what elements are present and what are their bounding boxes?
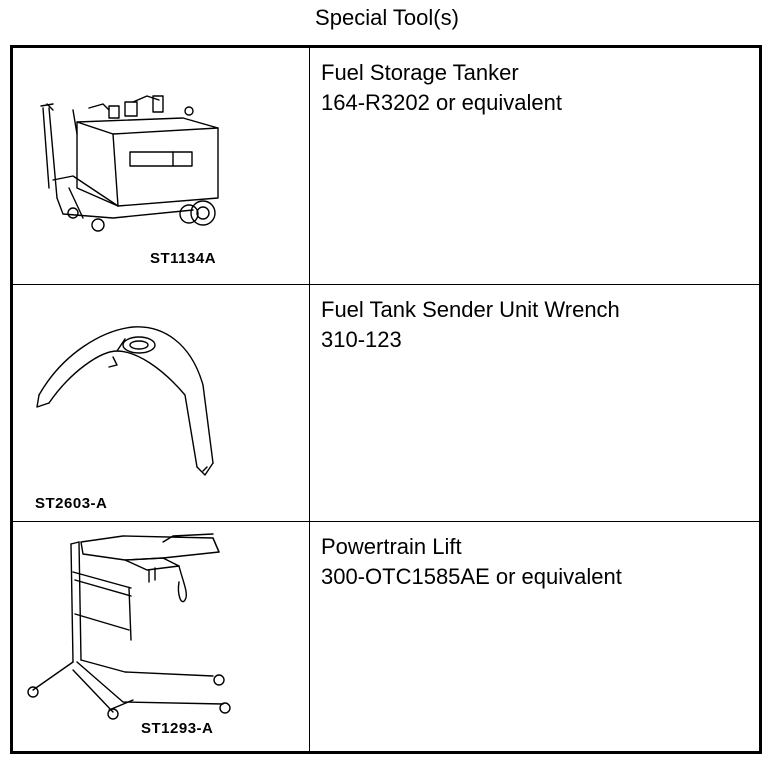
tool-name: Fuel Tank Sender Unit Wrench xyxy=(321,297,620,322)
figure-label: ST1293-A xyxy=(141,720,214,737)
tool-row: ST2603-A Fuel Tank Sender Unit Wrench 31… xyxy=(13,285,759,522)
tool-text-cell: Powertrain Lift 300-OTC1585AE or equival… xyxy=(321,532,622,592)
powertrain-lift-icon xyxy=(27,533,231,720)
figure-label: ST1134A xyxy=(150,250,217,267)
tool-number: 164-R3202 or equivalent xyxy=(321,90,562,115)
tool-row: ST1134A Fuel Storage Tanker 164-R3202 or… xyxy=(13,48,759,285)
fuel-storage-tanker-icon xyxy=(40,95,219,232)
sender-unit-wrench-icon xyxy=(36,326,214,476)
figure-label: ST2603-A xyxy=(35,495,108,512)
tool-image-cell: ST1134A xyxy=(13,48,310,284)
page-title: Special Tool(s) xyxy=(315,5,459,30)
tool-name: Fuel Storage Tanker xyxy=(321,60,519,85)
tool-row: ST1293-A Powertrain Lift 300-OTC1585AE o… xyxy=(13,522,759,751)
special-tools-table: ST1134A Fuel Storage Tanker 164-R3202 or… xyxy=(10,45,762,754)
tool-name: Powertrain Lift xyxy=(321,534,462,559)
tool-image-cell: ST2603-A xyxy=(13,285,310,521)
tool-image-cell: ST1293-A xyxy=(13,522,310,751)
tool-number: 310-123 xyxy=(321,327,402,352)
tool-text-cell: Fuel Storage Tanker 164-R3202 or equival… xyxy=(321,58,562,118)
tool-text-cell: Fuel Tank Sender Unit Wrench 310-123 xyxy=(321,295,620,355)
tool-number: 300-OTC1585AE or equivalent xyxy=(321,564,622,589)
